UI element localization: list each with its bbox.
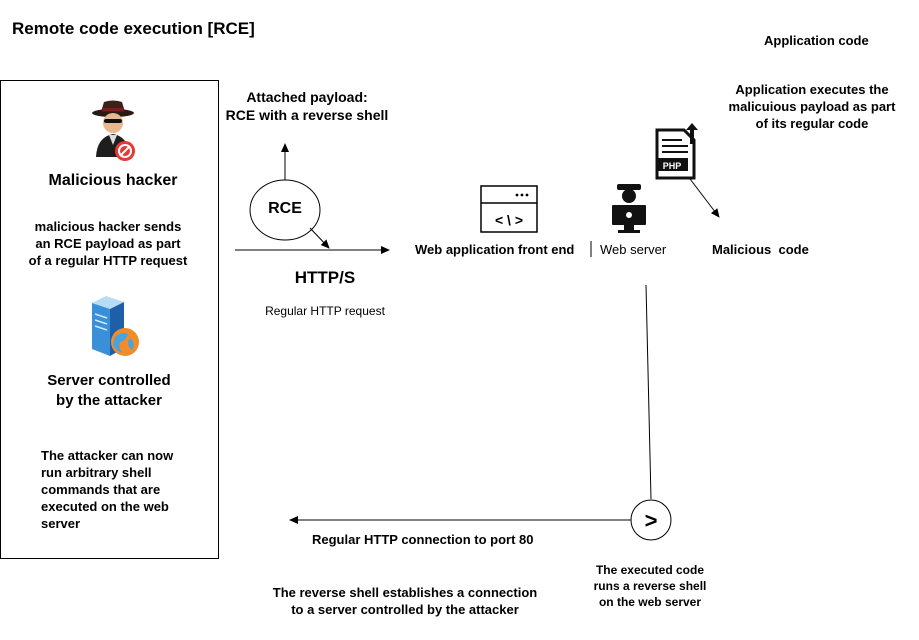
- text-line: The executed code: [595, 563, 705, 577]
- page-title: Remote code execution [RCE]: [12, 19, 255, 38]
- text-line: Server controlled: [47, 372, 171, 389]
- text-line: server: [41, 516, 81, 531]
- http-label: HTTP/S: [294, 268, 356, 287]
- text-line: malicious hacker sends: [34, 219, 182, 234]
- text-line: to a server controlled by the attacker: [291, 602, 519, 617]
- app-exec-description: Application executes the malicuious payl…: [712, 81, 912, 132]
- server-label: Server controlled by the attacker: [0, 371, 218, 411]
- shell-node: [630, 499, 672, 541]
- text-line: The reverse shell establishes a connecti…: [272, 585, 538, 600]
- payload-label: Attached payload: RCE with a reverse she…: [222, 88, 392, 124]
- browser-window-icon: [480, 185, 538, 233]
- http-sub-label: Regular HTTP request: [265, 304, 385, 318]
- text-line: of a regular HTTP request: [28, 253, 188, 268]
- attacker-description: The attacker can now run arbitrary shell…: [41, 447, 211, 532]
- shell-node-label: >: [645, 508, 658, 533]
- text-line: run arbitrary shell: [41, 465, 152, 480]
- text-line: The attacker can now: [41, 448, 174, 463]
- text-line: runs a reverse shell: [593, 579, 707, 593]
- php-badge-text: PHP: [663, 161, 682, 171]
- attacker-server-icon: [92, 296, 139, 356]
- rce-label: RCE: [268, 200, 302, 217]
- text-line: Attached payload:: [246, 89, 368, 105]
- text-line: RCE with a reverse shell: [225, 107, 389, 123]
- text-line: executed on the web: [41, 499, 169, 514]
- connection-label: Regular HTTP connection to port 80: [312, 532, 534, 547]
- text-line: by the attacker: [56, 392, 162, 409]
- app-code-title: Application code: [764, 33, 869, 48]
- php-to-malicious-arrow: [686, 174, 720, 218]
- frontend-label: Web application front end: [415, 242, 575, 257]
- rce-to-request-arrow: [309, 227, 330, 249]
- text-line: an RCE payload as part: [35, 236, 181, 251]
- attacker-panel: [0, 80, 219, 559]
- php-file-icon: [655, 123, 698, 180]
- server-to-shell-line: [645, 284, 652, 500]
- executed-code-description: The executed code runs a reverse shell o…: [580, 562, 720, 610]
- text-line: on the web server: [598, 595, 702, 609]
- text-line: malicuious payload as part: [728, 99, 896, 114]
- frontend-icon-text: < \ >: [495, 212, 523, 228]
- text-line: Application executes the: [735, 82, 889, 97]
- text-line: of its regular code: [755, 116, 869, 131]
- malicious-code-label: Malicious code: [712, 242, 809, 257]
- web-server-icon: [612, 184, 646, 233]
- text-line: commands that are: [41, 482, 161, 497]
- hacker-description: malicious hacker sends an RCE payload as…: [0, 218, 216, 269]
- hacker-label: Malicious hacker: [48, 172, 178, 189]
- webserver-label: Web server: [600, 242, 667, 257]
- reverse-shell-description: The reverse shell establishes a connecti…: [240, 584, 570, 618]
- hacker-icon: [92, 100, 135, 161]
